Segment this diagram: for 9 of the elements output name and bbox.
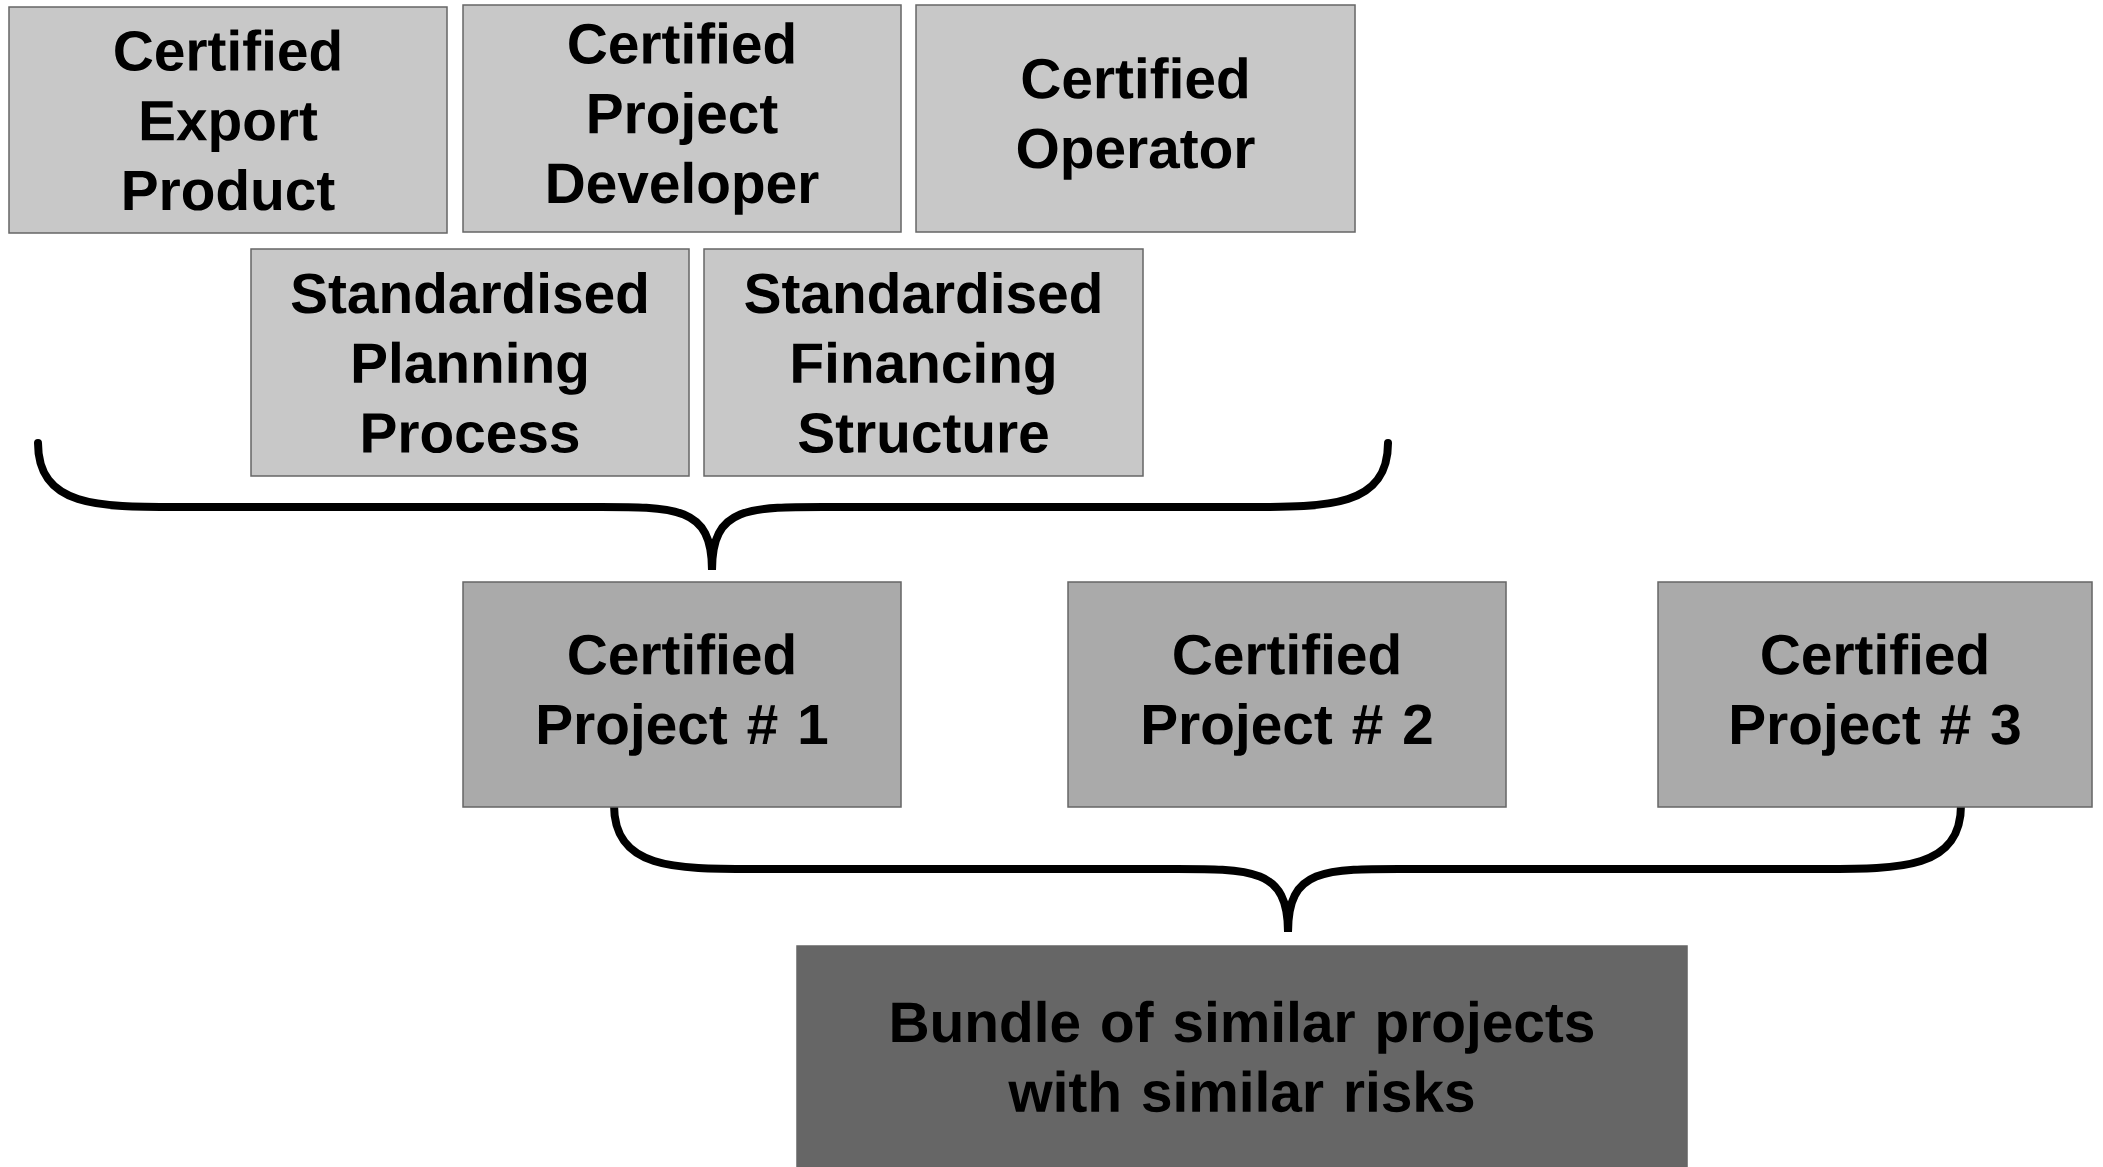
process-box: Certified Project # 2 xyxy=(1067,581,1507,808)
process-box: Standardised Planning Process xyxy=(250,248,690,477)
process-box: Certified Operator xyxy=(915,4,1356,233)
process-box: Certified Export Product xyxy=(8,6,448,234)
process-box: Certified Project Developer xyxy=(462,4,902,233)
process-box: Certified Project # 3 xyxy=(1657,581,2093,808)
process-box: Certified Project # 1 xyxy=(462,581,902,808)
result-box: Bundle of similar projects with similar risks xyxy=(796,945,1688,1167)
process-box: Standardised Financing Structure xyxy=(703,248,1144,477)
